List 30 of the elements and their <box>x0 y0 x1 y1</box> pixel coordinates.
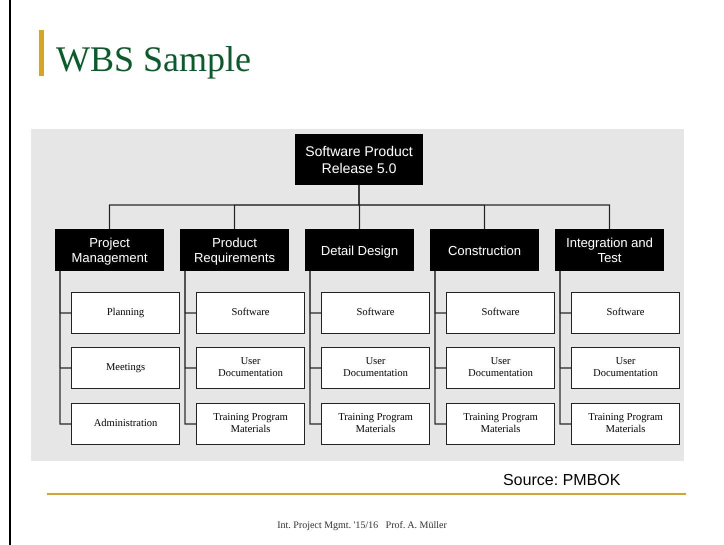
work-package-box: Training Program Materials <box>321 403 430 445</box>
work-package-heading: Product Requirements <box>180 229 289 271</box>
work-package-box: User Documentation <box>446 347 555 389</box>
connector-line <box>434 271 446 425</box>
work-package-box: User Documentation <box>196 347 305 389</box>
work-package-box: Training Program Materials <box>446 403 555 445</box>
work-package-box: Software <box>446 292 555 334</box>
connector-line <box>358 185 610 229</box>
work-package-box: Training Program Materials <box>571 403 680 445</box>
connector-line <box>559 271 571 425</box>
work-package-box: Software <box>571 292 680 334</box>
work-package-box: Training Program Materials <box>196 403 305 445</box>
connector-line <box>59 271 71 425</box>
work-package-heading: Construction <box>430 229 539 271</box>
work-package-box: User Documentation <box>571 347 680 389</box>
connector-line <box>184 271 196 425</box>
work-package-heading: Project Management <box>55 229 164 271</box>
work-package-heading: Software Product Release 5.0 <box>295 134 423 185</box>
work-package-box: Meetings <box>71 347 180 389</box>
work-package-box: Software <box>196 292 305 334</box>
source-note: Source: PMBOK <box>503 472 620 490</box>
slide-title: WBS Sample <box>56 38 251 80</box>
work-package-heading: Detail Design <box>305 229 414 271</box>
footer-text: Int. Project Mgmt. '15/16 Prof. A. Müller <box>276 520 448 531</box>
connector-line <box>309 271 321 425</box>
work-package-heading: Integration and Test <box>555 229 664 271</box>
work-package-box: Software <box>321 292 430 334</box>
work-package-box: Planning <box>71 292 180 334</box>
work-package-box: User Documentation <box>321 347 430 389</box>
work-package-box: Administration <box>71 403 180 445</box>
